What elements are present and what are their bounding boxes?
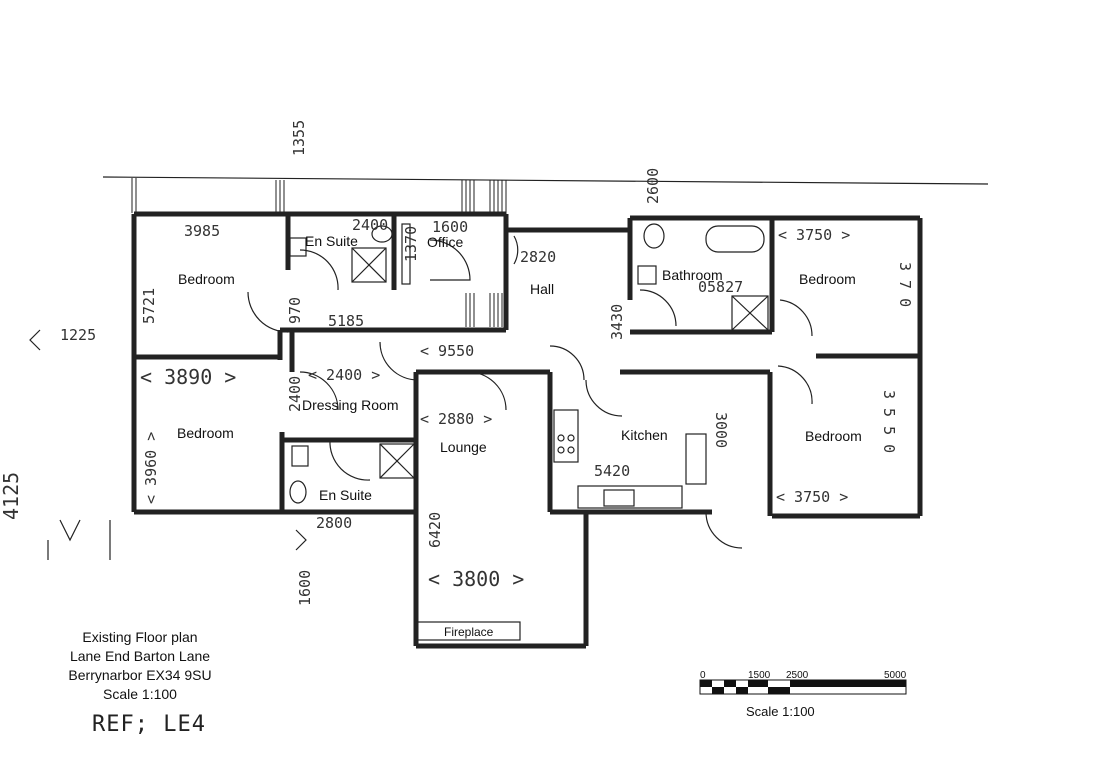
title-block: Existing Floor plan Lane End Barton Lane… [40, 628, 240, 704]
dim-3710: 3 7 0 [896, 262, 914, 307]
railing-office [461, 180, 507, 327]
dim-2880: < 2880 > [420, 410, 492, 428]
fixtures [289, 223, 769, 641]
dim-3750-bottom: < 3750 > [776, 488, 848, 506]
scale-tick-0: 0 [700, 670, 706, 681]
dim-1355: 1355 [290, 120, 308, 156]
dim-4125: 4125 [0, 472, 23, 520]
room-kitchen: Kitchen [621, 427, 668, 443]
dim-6420: 6420 [426, 512, 444, 548]
room-fireplace: Fireplace [444, 625, 494, 639]
dim-2400-horizontal: < 2400 > [308, 366, 380, 384]
room-bedroom-ne: Bedroom [799, 271, 856, 287]
dim-05827: 05827 [698, 278, 743, 296]
room-bedroom-nw: Bedroom [178, 271, 235, 287]
room-en-suite-s: En Suite [319, 487, 372, 503]
dim-2820: 2820 [520, 248, 556, 266]
reference-code: REF; LE4 [92, 712, 206, 737]
scale-tick-2500: 2500 [786, 670, 809, 681]
dim-2400-small: 2400 [352, 216, 388, 234]
dimension-annotations: 3985 1355 2600 2820 < 3750 > 5721 970 51… [0, 120, 914, 606]
dim-970: 970 [286, 297, 304, 324]
dim-5420: 5420 [594, 462, 630, 480]
dim-2600-top: 2600 [644, 168, 662, 204]
walls [131, 211, 923, 649]
dim-9550: < 9550 [420, 342, 474, 360]
dim-5721: 5721 [140, 288, 158, 324]
scale-caption: Scale 1:100 [746, 704, 815, 719]
dim-3985: 3985 [184, 222, 220, 240]
boundary-line [102, 176, 989, 185]
room-hall: Hall [530, 281, 554, 297]
railing-left [131, 178, 285, 213]
room-office: Office [427, 234, 464, 250]
dim-2800: 2800 [316, 514, 352, 532]
dim-1370: 1370 [402, 226, 420, 262]
scale-tick-5000: 5000 [884, 670, 907, 681]
dim-3550: 3 5 5 0 [880, 390, 898, 453]
title-line-2: Lane End Barton Lane [69, 648, 211, 664]
dim-3750-top: < 3750 > [778, 226, 850, 244]
room-bathroom: Bathroom [662, 267, 723, 283]
dim-1600: 1600 [296, 570, 314, 606]
dim-5185: 5185 [328, 312, 364, 330]
room-lounge: Lounge [440, 439, 487, 455]
room-bedroom-e: Bedroom [805, 428, 862, 444]
dim-1225: 1225 [60, 326, 96, 344]
dim-3800: < 3800 > [428, 567, 524, 591]
dim-3000: 3000 [712, 412, 730, 448]
title-line-1: Existing Floor plan [82, 629, 198, 645]
dim-2400-vertical: 2400 [286, 376, 304, 412]
dim-3430: 3430 [608, 304, 626, 340]
title-line-4: Scale 1:100 [103, 686, 177, 702]
title-line-3: Berrynarbor EX34 9SU [68, 667, 212, 683]
dim-3890: < 3890 > [140, 365, 236, 389]
room-dressing-room: Dressing Room [302, 397, 398, 413]
room-bedroom-w: Bedroom [177, 425, 234, 441]
scale-tick-1500: 1500 [748, 670, 771, 681]
scale-bar: 0 1500 2500 5000 [699, 670, 907, 695]
dim-1600-small: 1600 [432, 218, 468, 236]
doors [247, 235, 813, 549]
room-en-suite-n: En Suite [305, 233, 358, 249]
dim-3960: < 3960 > [142, 432, 160, 504]
